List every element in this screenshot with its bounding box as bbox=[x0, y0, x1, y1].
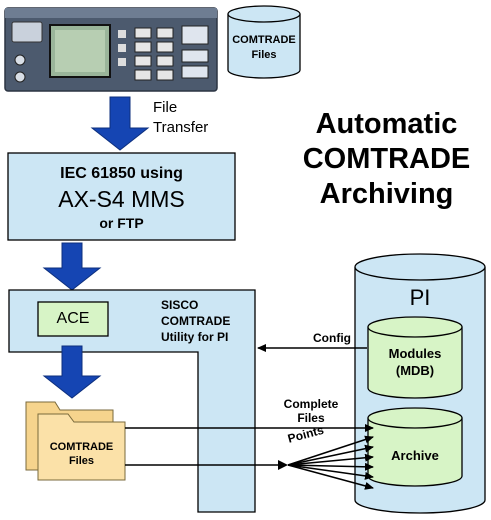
modules-db-cylinder bbox=[367, 316, 463, 399]
sisco-utility-line-3: Utility for PI bbox=[161, 330, 229, 344]
modules-db-label: Modules (MDB) bbox=[368, 345, 462, 379]
iec-box-line-2: AX-S4 MMS bbox=[58, 186, 185, 212]
sisco-utility-line-1: SISCO bbox=[161, 298, 199, 312]
modules-db-label-line-1: Modules bbox=[388, 346, 442, 361]
iec-61850-box bbox=[7, 152, 236, 241]
file-transfer-arrow bbox=[90, 96, 150, 151]
file-transfer-label-line-1: File bbox=[153, 99, 178, 116]
iec-box-line-1: IEC 61850 using bbox=[60, 165, 183, 182]
local-folder-label-line-1: COMTRADE bbox=[49, 441, 114, 453]
file-transfer-label: File Transfer bbox=[153, 98, 208, 138]
pi-server-label: PI bbox=[409, 285, 431, 310]
iec-to-ace-arrow bbox=[42, 242, 102, 291]
local-folder-label-line-2: Files bbox=[68, 455, 95, 467]
complete-files-label: Complete Files bbox=[275, 397, 347, 425]
archive-db-label: Archive bbox=[391, 448, 439, 463]
diagram-title: Automatic COMTRADE Archiving bbox=[284, 107, 489, 212]
ace-box bbox=[37, 301, 109, 337]
file-transfer-label-line-2: Transfer bbox=[153, 119, 209, 136]
relay-files-cylinder bbox=[227, 5, 301, 79]
archive-db-cylinder bbox=[367, 407, 463, 487]
relay-files-label-line-2: Files bbox=[251, 49, 277, 61]
iec-box-text: IEC 61850 using AX-S4 MMS or FTP bbox=[8, 163, 235, 233]
config-arrow-label: Config bbox=[313, 331, 351, 345]
ace-label: ACE bbox=[56, 310, 90, 327]
sisco-utility-line-2: COMTRADE bbox=[161, 314, 231, 328]
complete-files-label-line-1: Complete bbox=[283, 397, 339, 411]
relay-files-label-line-1: COMTRADE bbox=[232, 34, 296, 46]
local-folder-label: COMTRADE Files bbox=[38, 440, 125, 468]
title-line-3: Archiving bbox=[319, 178, 454, 210]
comtrade-folder-icon bbox=[25, 401, 126, 481]
title-line-1: Automatic bbox=[315, 108, 458, 140]
sisco-utility-label: SISCO COMTRADE Utility for PI bbox=[161, 297, 230, 345]
relay-files-label: COMTRADE Files bbox=[228, 33, 300, 63]
iec-box-line-3: or FTP bbox=[99, 215, 144, 231]
points-arrows bbox=[125, 435, 374, 490]
ace-to-folder-arrow bbox=[42, 345, 102, 399]
modules-db-label-line-2: (MDB) bbox=[395, 363, 435, 378]
title-line-2: COMTRADE bbox=[302, 143, 471, 175]
protective-relay-image bbox=[4, 7, 218, 92]
complete-files-label-line-2: Files bbox=[297, 411, 325, 425]
